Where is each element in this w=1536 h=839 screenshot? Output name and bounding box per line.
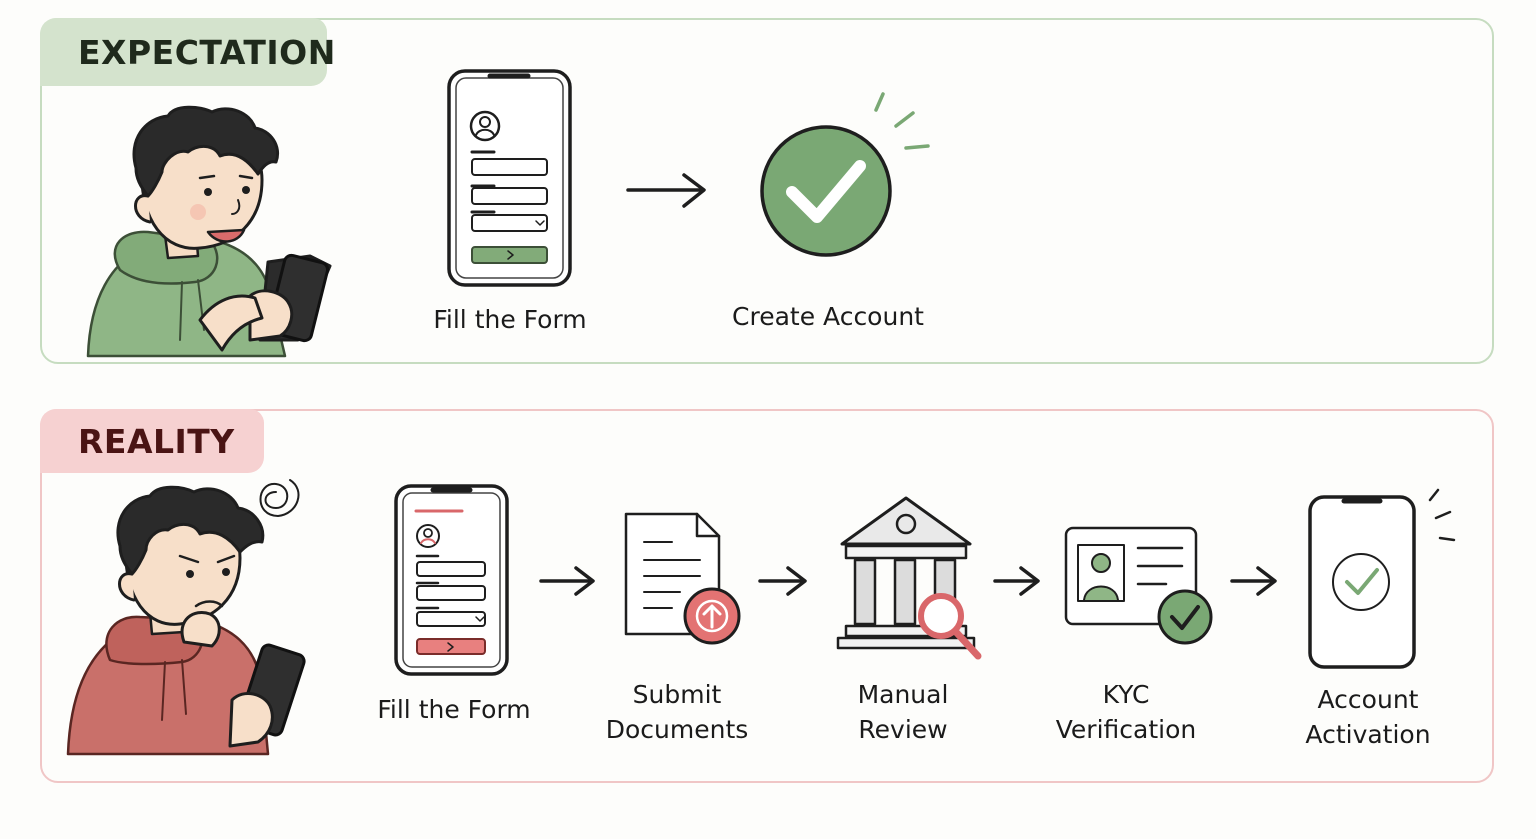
check-circle-icon	[760, 92, 930, 257]
expectation-tag: EXPECTATION	[40, 18, 335, 86]
reality-tag: REALITY	[40, 409, 264, 473]
phone-form-icon	[447, 69, 572, 287]
document-upload-icon	[624, 512, 741, 645]
phone-form-icon	[394, 484, 509, 676]
step-label-submit-documents-line1: Submit	[632, 680, 722, 709]
step-label-manual-review-line1: Manual	[857, 680, 949, 709]
step-label-account-activation-line2: Activation	[1305, 720, 1431, 749]
person-confused-icon	[66, 479, 306, 756]
step-label-fill-form-reality: Fill the Form	[377, 695, 531, 724]
id-card-check-icon	[1064, 526, 1213, 645]
phone-check-icon	[1308, 488, 1456, 669]
step-label-fill-form-expectation: Fill the Form	[433, 305, 587, 334]
step-label-account-activation-line1: Account	[1317, 685, 1419, 714]
arrow-right-icon	[626, 173, 706, 208]
bank-review-icon	[836, 496, 982, 660]
step-label-create-account: Create Account	[732, 302, 924, 331]
arrow-right-icon	[539, 566, 595, 596]
step-label-kyc-verification-line1: KYC	[1102, 680, 1150, 709]
reality-panel: REALITY	[40, 409, 1494, 783]
step-label-manual-review-line2: Review	[858, 715, 948, 744]
arrow-right-icon	[1230, 566, 1277, 596]
step-label-kyc-verification-line2: Verification	[1055, 715, 1197, 744]
person-happy-icon	[86, 105, 332, 358]
step-label-submit-documents-line2: Documents	[605, 715, 749, 744]
arrow-right-icon	[993, 566, 1040, 596]
expectation-panel: EXPECTATION	[40, 18, 1494, 364]
arrow-right-icon	[758, 566, 807, 596]
